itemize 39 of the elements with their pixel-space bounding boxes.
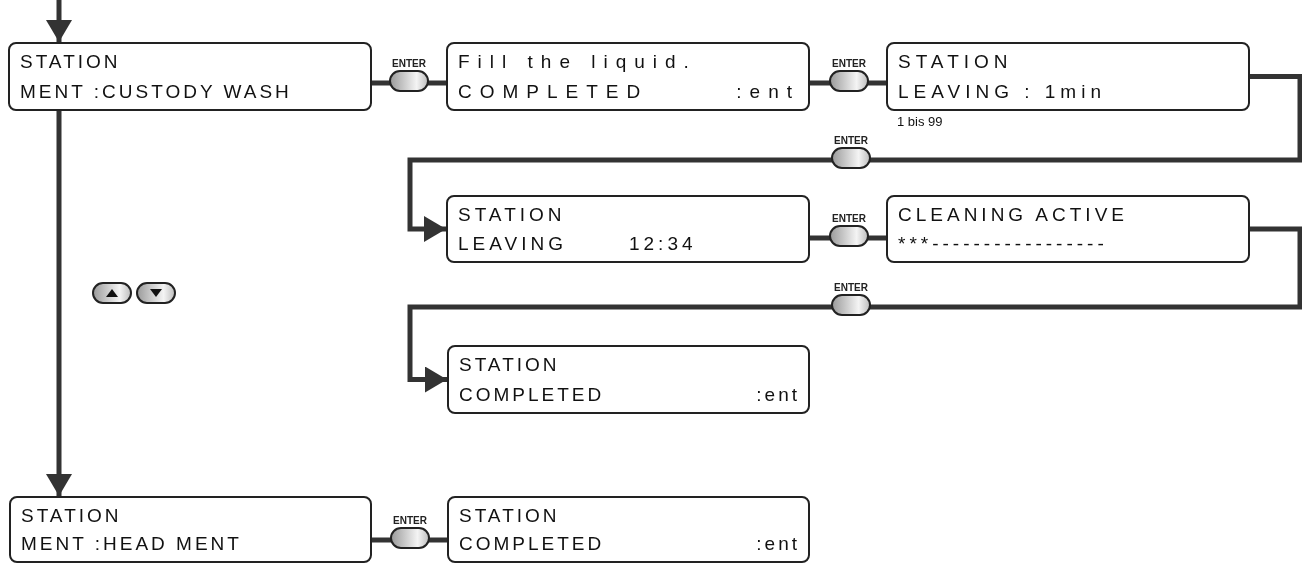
- display-text: STATION: [20, 50, 121, 74]
- edge-label: ENTER: [831, 213, 867, 225]
- lcd-display: [446, 195, 810, 263]
- edge-label: ENTER: [833, 282, 869, 294]
- display-text: COMPLETED: [459, 383, 605, 407]
- lcd-display: [447, 345, 810, 414]
- lcd-display: [8, 42, 372, 111]
- edge-label: ENTER: [831, 58, 867, 70]
- range-note: 1 bis 99: [897, 114, 943, 129]
- display-text: STATION: [459, 353, 560, 377]
- display-text: :ent: [756, 383, 800, 407]
- display-text: LEAVING: [458, 232, 567, 256]
- lcd-display: [886, 42, 1250, 111]
- display-text: 12:34: [628, 232, 697, 256]
- display-text: MENT :CUSTODY WASH: [20, 80, 292, 104]
- arrow: [46, 0, 72, 42]
- display-text: STATION: [21, 504, 122, 528]
- display-text: MENT :HEAD MENT: [21, 532, 242, 556]
- lcd-display: [886, 195, 1250, 263]
- lcd-display: [447, 496, 810, 563]
- display-text: ***-----------------: [898, 232, 1108, 256]
- display-text: COMPLETED: [459, 532, 605, 556]
- lcd-display: [446, 42, 810, 111]
- display-text: :ent: [756, 532, 800, 556]
- edge-label: ENTER: [833, 135, 869, 147]
- arrow: [407, 226, 1302, 393]
- lcd-display: [9, 496, 372, 563]
- display-text: STATION: [459, 504, 560, 528]
- display-text: :ent: [736, 80, 800, 104]
- display-text: STATION: [458, 203, 566, 227]
- arrow: [46, 111, 72, 496]
- edge-label: ENTER: [391, 58, 427, 70]
- display-text: COMPLETED: [458, 80, 649, 104]
- display-text: CLEANING ACTIVE: [898, 203, 1128, 227]
- display-text: STATION: [898, 50, 1013, 74]
- edge-label: ENTER: [392, 515, 428, 527]
- arrow: [407, 74, 1302, 242]
- display-text: Fill the liquid.: [458, 50, 697, 74]
- display-text: LEAVING : 1min: [898, 80, 1106, 104]
